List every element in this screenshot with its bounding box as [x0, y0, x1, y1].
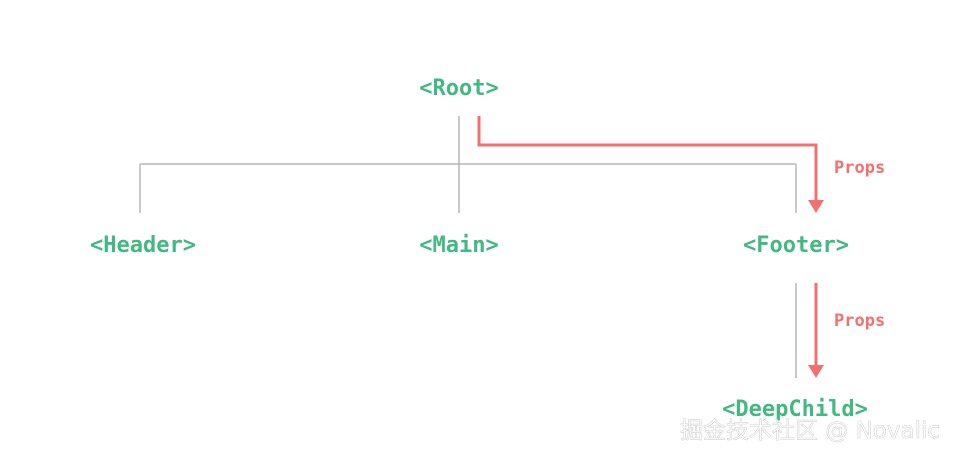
main-node: <Main> — [419, 233, 498, 258]
footer-node: <Footer> — [743, 233, 849, 258]
root-to-footer-props-arrow — [477, 116, 818, 202]
tree-lines — [139, 116, 797, 378]
header-node: <Header> — [90, 233, 196, 258]
footer-to-deep-child-arrowhead — [808, 365, 824, 378]
root-node: <Root> — [419, 76, 498, 101]
root-to-footer-props-label: Props — [834, 158, 885, 178]
watermark-text: 掘金技术社区 @ Novalic — [680, 418, 940, 444]
footer-to-deep-child-props-label: Props — [834, 311, 885, 331]
root-to-footer-arrowhead — [808, 200, 824, 213]
props-arrows — [477, 116, 824, 378]
deep-child-node: <DeepChild> — [722, 397, 868, 422]
